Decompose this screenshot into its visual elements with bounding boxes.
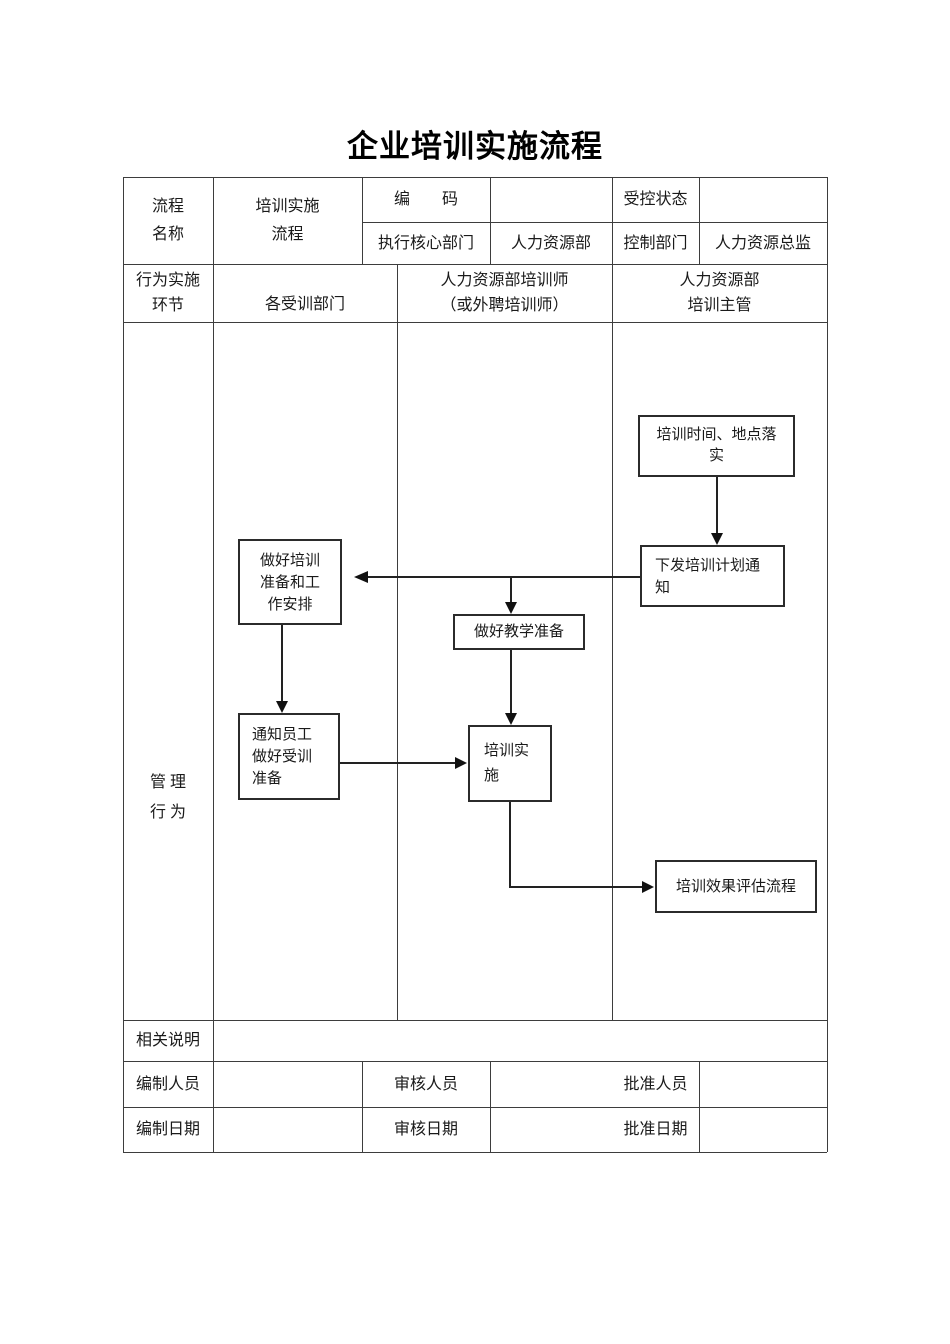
grid-line-row2 — [123, 264, 827, 265]
code-value — [490, 177, 612, 222]
grid-line-col5-top — [699, 177, 700, 264]
stage-row-label: 行为实施 环节 — [135, 272, 200, 314]
arrowhead-down-notice — [711, 533, 723, 545]
controlled-state-label: 受控状态 — [623, 191, 688, 208]
grid-line-row4 — [123, 1020, 827, 1021]
review-date-label: 审核日期 — [393, 1121, 458, 1138]
controlled-state-value — [699, 177, 827, 222]
arrowhead-right-implement — [455, 757, 467, 769]
grid-line-top — [123, 177, 827, 178]
flow-box-notify: 通知员工 做好受训 准备 — [238, 713, 340, 800]
grid-line-row6 — [123, 1107, 827, 1108]
grid-line-col3-bottom — [490, 1061, 491, 1152]
reviewer-label: 审核人员 — [393, 1075, 458, 1093]
management-row-label: 管 理 行 为 — [149, 774, 186, 821]
author-date-label: 编制日期 — [135, 1121, 200, 1138]
arrowhead-down-teach — [505, 602, 517, 614]
approver-value — [699, 1061, 827, 1107]
flow-box-schedule: 培训时间、地点落 实 — [638, 415, 795, 477]
arrowhead-down-notify — [276, 701, 288, 713]
grid-line-row1 — [362, 222, 827, 223]
author-date-value — [213, 1107, 362, 1152]
author-value — [213, 1061, 362, 1107]
control-dept-value: 人力资源总监 — [714, 234, 811, 252]
notes-value — [213, 1020, 827, 1061]
approve-date-label: 批准日期 — [623, 1121, 688, 1138]
core-dept-label: 执行核心部门 — [377, 234, 474, 252]
process-name-value: 培训实施 流程 — [255, 197, 320, 243]
flow-box-implement: 培训实 施 — [468, 725, 552, 802]
lane-header-training-supervisor: 人力资源部 培训主管 — [679, 272, 760, 314]
flow-box-notice: 下发培训计划通 知 — [640, 545, 785, 607]
flow-box-evaluate: 培训效果评估流程 — [655, 860, 817, 913]
reviewer-value — [490, 1061, 612, 1107]
flow-box-teach: 做好教学准备 — [453, 614, 585, 650]
grid-line-col4 — [612, 177, 613, 1020]
review-date-value — [490, 1107, 612, 1152]
lane-header-trainee-depts: 各受训部门 — [264, 296, 345, 313]
grid-line-lane1 — [397, 264, 398, 1020]
arrow-implement-to-evaluate — [509, 802, 642, 888]
approver-label: 批准人员 — [623, 1075, 688, 1093]
grid-line-left — [123, 177, 124, 1152]
grid-line-col1 — [213, 177, 214, 1152]
arrowhead-down-implement — [505, 713, 517, 725]
notes-label: 相关说明 — [135, 1032, 200, 1049]
grid-line-bottom — [123, 1152, 827, 1153]
arrowhead-left-prepare — [354, 571, 368, 583]
grid-line-col5-bottom — [699, 1061, 700, 1152]
grid-line-row3 — [123, 322, 827, 323]
code-label: 编 码 — [393, 191, 458, 208]
page-title: 企业培训实施流程 — [347, 129, 603, 164]
approve-date-value — [699, 1107, 827, 1152]
core-dept-value: 人力资源部 — [510, 234, 591, 252]
grid-line-right — [827, 177, 828, 1152]
arrowhead-right-evaluate — [642, 881, 654, 893]
process-name-label: 流程 名称 — [151, 197, 184, 243]
grid-line-col2-bottom — [362, 1061, 363, 1152]
flow-box-prepare: 做好培训 准备和工 作安排 — [238, 539, 342, 625]
lane-header-trainer: 人力资源部培训师 （或外聘培训师） — [440, 272, 569, 314]
grid-line-col2-top — [362, 177, 363, 264]
grid-line-col3-top — [490, 177, 491, 264]
grid-line-row5 — [123, 1061, 827, 1062]
control-dept-label: 控制部门 — [623, 234, 688, 252]
author-label: 编制人员 — [135, 1075, 200, 1093]
